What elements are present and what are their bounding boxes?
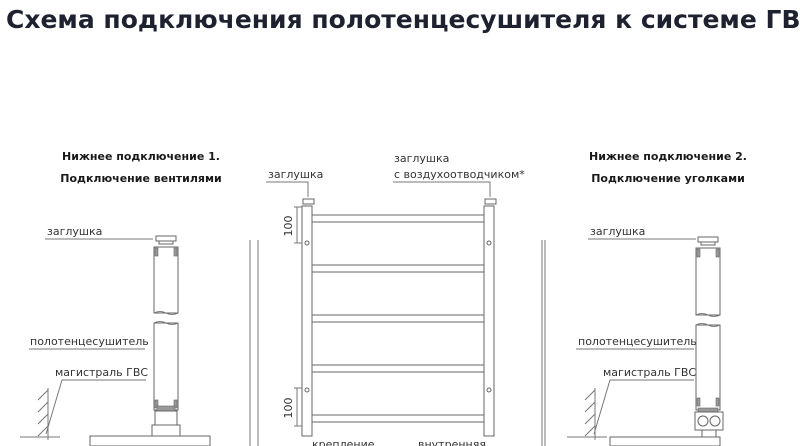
right-label-cap: заглушка: [590, 225, 645, 238]
right-heading-1: Нижнее подключение 2.: [589, 150, 747, 163]
left-scheme: Нижнее подключение 1. Подключение вентил…: [20, 150, 222, 446]
left-label-cap: заглушка: [47, 225, 102, 238]
center-label-inner: внутренняя: [418, 438, 486, 446]
center-label-mount: крепление: [312, 438, 375, 446]
right-heading-2: Подключение уголками: [591, 172, 745, 185]
pipe-drawing: [20, 235, 211, 446]
center-label-cap-right-2: с воздухоотводчиком*: [394, 168, 525, 181]
center-label-cap-right-1: заглушка: [394, 152, 449, 165]
dim-bottom: 100: [282, 398, 295, 419]
center-label-cap-left: заглушка: [268, 168, 323, 181]
right-label-dryer: полотенцесушитель: [578, 335, 697, 348]
page-title: Схема подключения полотенцесушителя к си…: [6, 5, 800, 34]
towel-rail-drawing: [294, 198, 497, 437]
left-label-main: магистраль ГВС: [55, 366, 148, 379]
pipe-drawing-right: [567, 236, 724, 446]
right-scheme: Нижнее подключение 2. Подключение уголка…: [567, 150, 747, 446]
left-heading-2: Подключение вентилями: [60, 172, 221, 185]
left-label-dryer: полотенцесушитель: [30, 335, 149, 348]
right-label-main: магистраль ГВС: [603, 366, 696, 379]
center-scheme: заглушка заглушка с воздухоотводчиком* 1…: [257, 152, 543, 446]
dim-top: 100: [282, 216, 295, 237]
left-heading-1: Нижнее подключение 1.: [62, 150, 220, 163]
